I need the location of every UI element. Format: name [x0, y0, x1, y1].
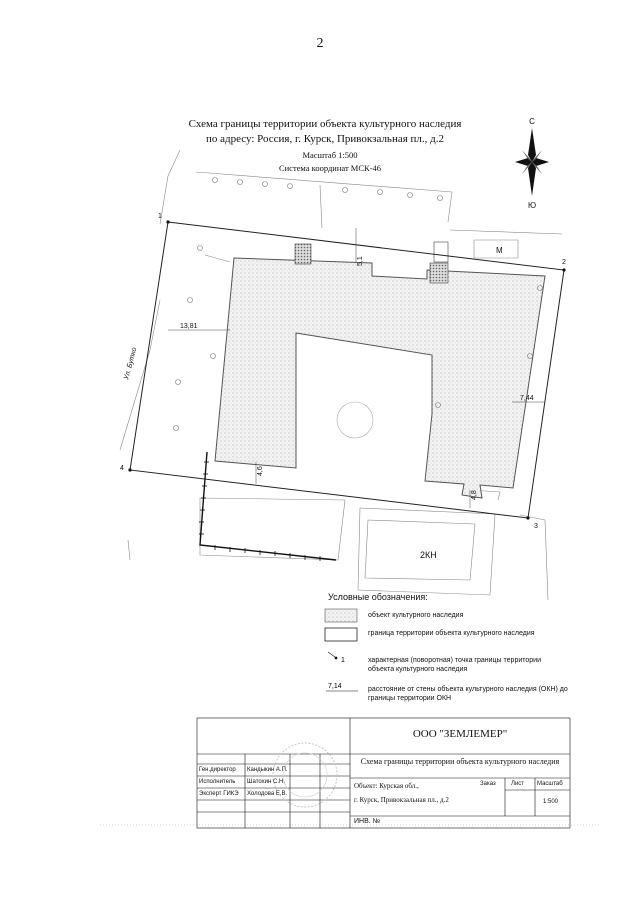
name-director: Кандыкин А.П. [247, 767, 288, 773]
object-line-2: г. Курск, Привокзальная пл., д.2 [354, 796, 449, 804]
distance-label-4: 4,6 [257, 466, 264, 476]
point-4-label: 4 [120, 465, 124, 472]
legend-point-number: 1 [341, 657, 345, 664]
legend-point-symbol [327, 651, 338, 660]
point-2-label: 2 [562, 259, 566, 266]
dimension-lines [168, 228, 545, 508]
doc-title: Схема границы территории объекта культур… [360, 757, 560, 766]
compass-south-label: Ю [528, 201, 536, 210]
scale-label: Масштаб 1:500 [302, 150, 358, 160]
legend-distance-value: 7,14 [328, 683, 342, 690]
role-executor: Исполнитель [199, 779, 236, 785]
header-scale: Масштаб [537, 781, 563, 787]
label-2kn: 2КН [420, 550, 437, 560]
name-expert: Холодова Е.В. [247, 791, 288, 797]
name-executor: Шатохин С.Н. [247, 779, 285, 785]
annex-block [433, 241, 449, 263]
company-name: ООО "ЗЕМЛЕМЕР" [412, 728, 508, 740]
map-title: Схема границы территории объекта культур… [160, 117, 490, 147]
object-line-1: Объект: Курская обл., [354, 782, 419, 790]
legend-title: Условные обозначения: [328, 592, 428, 602]
entrance-block-left [294, 243, 312, 265]
distance-label-1: 13,81 [180, 323, 198, 330]
entrance-block-right [429, 262, 449, 284]
fence-line [199, 451, 337, 561]
role-director: Ген.директор [199, 767, 236, 773]
distance-label-5: 4,8 [471, 490, 478, 500]
heritage-building [214, 257, 546, 499]
distance-label-2: 5,1 [357, 256, 364, 266]
legend-swatch-boundary [324, 627, 358, 642]
distance-label-3: 7,44 [520, 395, 534, 402]
legend-item-distance: расстояние от стены объекта культурного … [368, 686, 568, 702]
point-1-label: 1 [158, 213, 162, 220]
compass-north-label: С [529, 117, 535, 126]
inventory-number: ИНВ. № [354, 818, 381, 825]
legend-item-boundary: граница территории объекта культурного н… [368, 630, 535, 637]
fence-ticks [199, 461, 321, 561]
legend-item-heritage: объект культурного наследия [368, 612, 464, 619]
tree-icons [173, 177, 543, 431]
street-label: Ул. Бутко [123, 347, 139, 382]
turning-points [128, 220, 566, 520]
company-stamp [272, 742, 338, 808]
title-line-1: Схема границы территории объекта культур… [188, 118, 462, 130]
company-stamp-inner [282, 752, 328, 798]
page-number: 2 [316, 36, 324, 51]
header-order: Заказ [480, 781, 496, 787]
coord-system-label: Система координат МСК-46 [278, 163, 382, 173]
title-line-2: по адресу: Россия, г. Курск, Привокзальн… [205, 133, 445, 145]
scale-value: 1:500 [543, 799, 559, 805]
legend-swatch-heritage [324, 608, 358, 623]
legend-item-point: характерная (поворотная) точка границы т… [368, 657, 541, 673]
label-m: М [496, 246, 503, 255]
compass-icon [515, 128, 549, 196]
header-sheet: Лист [511, 781, 525, 787]
courtyard-circle [336, 401, 374, 439]
point-3-label: 3 [534, 523, 538, 530]
title-block-grid [196, 717, 571, 829]
role-expert: Эксперт ГИКЭ [199, 791, 239, 797]
